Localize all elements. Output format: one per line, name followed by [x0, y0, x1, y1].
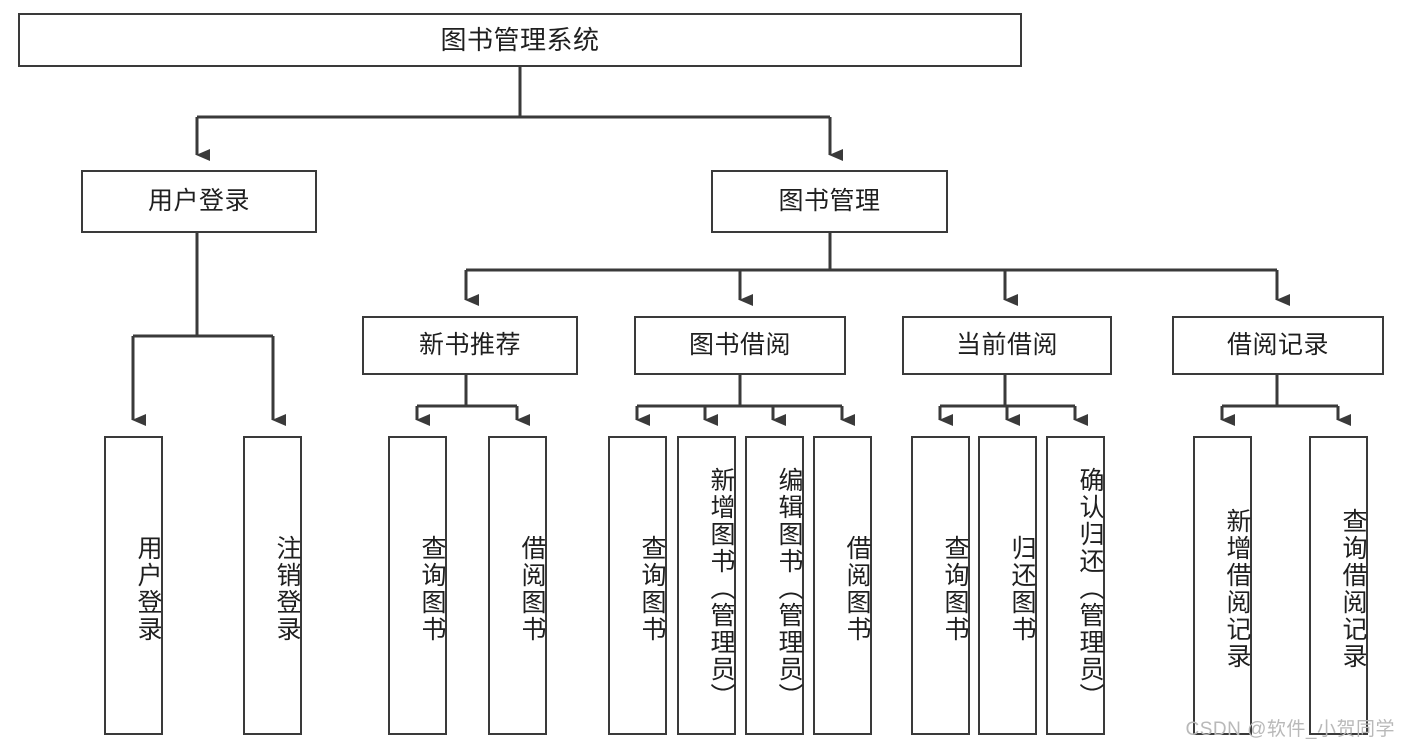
leaf-label: 借阅图书	[843, 534, 871, 643]
leaf-book-borrow-query[interactable]: 查询图书	[608, 436, 667, 735]
node-user-login[interactable]: 用户登录	[81, 170, 317, 233]
csdn-watermark: CSDN @软件_小贺同学	[1185, 719, 1395, 740]
leaf-label: 查询图书	[941, 534, 969, 643]
leaf-label: 确认归还（管理员）	[1076, 467, 1104, 710]
node-current-borrow[interactable]: 当前借阅	[902, 316, 1112, 375]
leaf-borrow-record-add[interactable]: 新增借阅记录	[1193, 436, 1252, 735]
leaf-current-borrow-query[interactable]: 查询图书	[911, 436, 970, 735]
leaf-label: 注销登录	[273, 534, 301, 643]
leaf-label: 借阅图书	[518, 534, 546, 643]
leaf-new-book-borrow[interactable]: 借阅图书	[488, 436, 547, 735]
leaf-current-borrow-return[interactable]: 归还图书	[978, 436, 1037, 735]
leaf-new-book-query[interactable]: 查询图书	[388, 436, 447, 735]
leaf-label: 编辑图书（管理员）	[775, 467, 803, 710]
leaf-label: 新增借阅记录	[1223, 507, 1251, 670]
leaf-label: 查询图书	[418, 534, 446, 643]
node-new-book-recommend[interactable]: 新书推荐	[362, 316, 578, 375]
leaf-book-borrow-add[interactable]: 新增图书（管理员）	[677, 436, 736, 735]
leaf-label: 用户登录	[134, 534, 162, 643]
leaf-book-borrow-borrow[interactable]: 借阅图书	[813, 436, 872, 735]
leaf-label: 归还图书	[1008, 534, 1036, 643]
node-book-management[interactable]: 图书管理	[711, 170, 948, 233]
leaf-borrow-record-query[interactable]: 查询借阅记录	[1309, 436, 1368, 735]
leaf-user-login-login[interactable]: 用户登录	[104, 436, 163, 735]
leaf-user-login-logout[interactable]: 注销登录	[243, 436, 302, 735]
leaf-label: 查询图书	[638, 534, 666, 643]
leaf-label: 查询借阅记录	[1339, 507, 1367, 670]
node-book-borrow[interactable]: 图书借阅	[634, 316, 846, 375]
leaf-book-borrow-edit[interactable]: 编辑图书（管理员）	[745, 436, 804, 735]
node-root-system[interactable]: 图书管理系统	[18, 13, 1022, 67]
leaf-current-borrow-confirm-return[interactable]: 确认归还（管理员）	[1046, 436, 1105, 735]
leaf-label: 新增图书（管理员）	[707, 467, 735, 710]
node-borrow-record[interactable]: 借阅记录	[1172, 316, 1384, 375]
